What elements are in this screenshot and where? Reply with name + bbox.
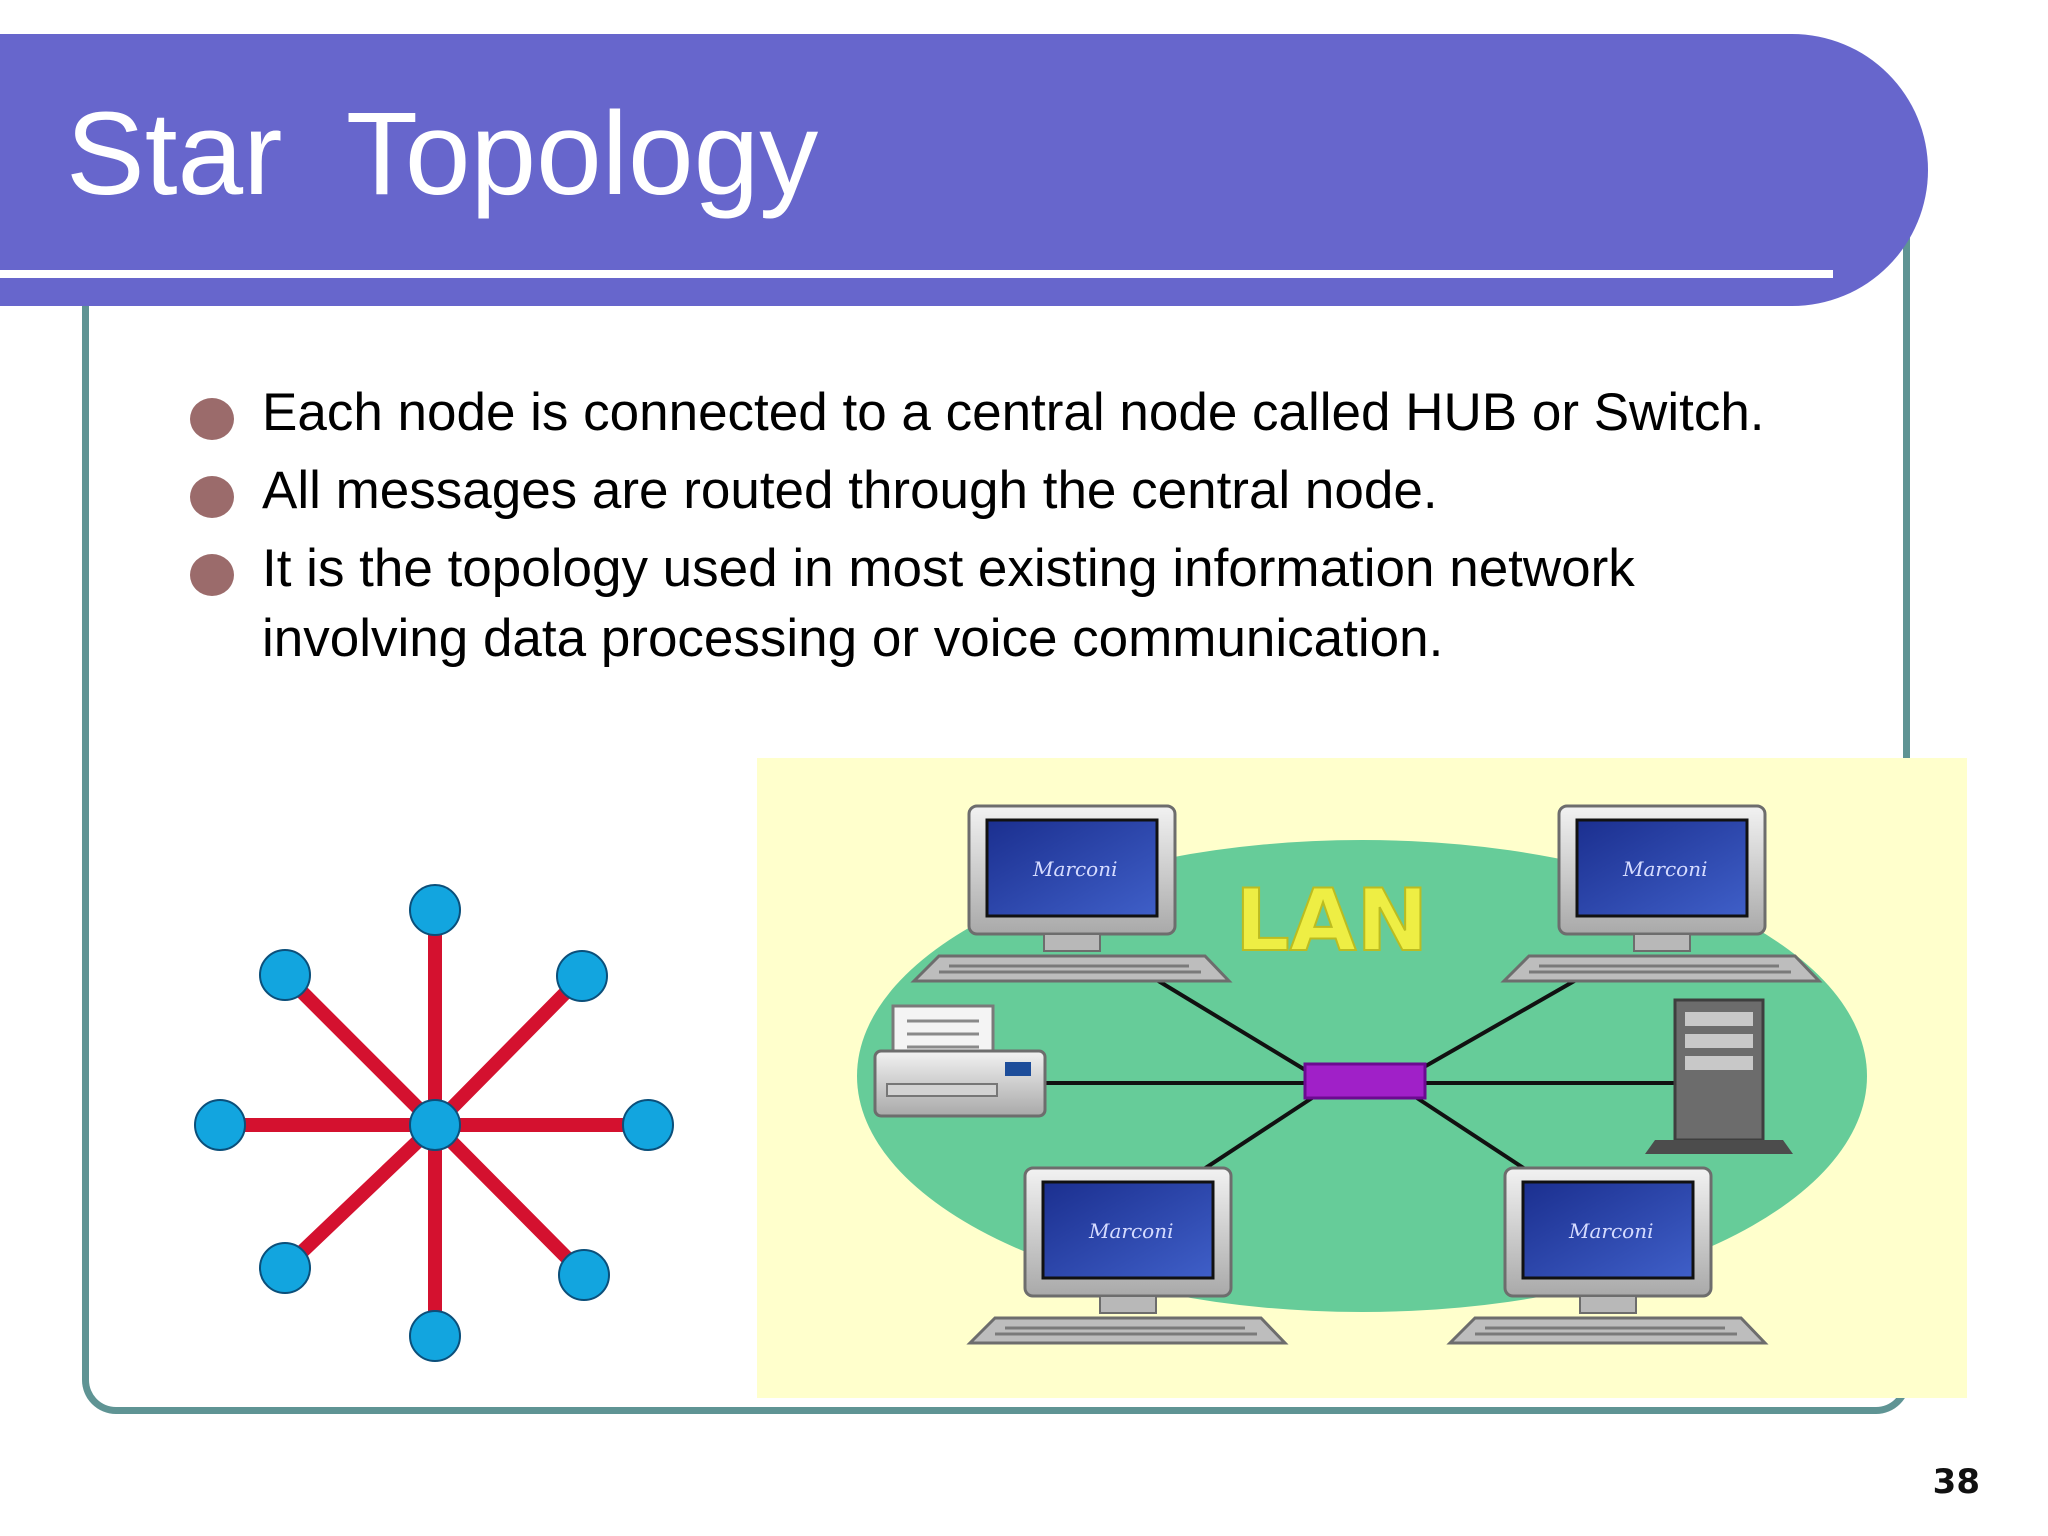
bullet-dot-icon bbox=[190, 554, 234, 596]
monitor-logo-text: Marconi bbox=[1032, 857, 1117, 881]
bullet-item: All messages are routed through the cent… bbox=[190, 456, 1790, 526]
lan-illustration: LAN Marconi Marconi Marconi bbox=[757, 758, 1967, 1398]
computer-bottom-right: Marconi bbox=[1448, 1166, 1767, 1345]
title-bar bbox=[0, 34, 1928, 306]
star-link-bottom-right bbox=[428, 1118, 591, 1282]
lan-label: LAN bbox=[1235, 871, 1428, 971]
page-number: 38 bbox=[1932, 1462, 1980, 1502]
bullet-text: It is the topology used in most existing… bbox=[262, 539, 1635, 668]
bullet-text: All messages are routed through the cent… bbox=[262, 461, 1438, 520]
bullet-item: It is the topology used in most existing… bbox=[190, 534, 1790, 674]
star-link-bottom-left bbox=[278, 1118, 442, 1275]
lan-diagram: LAN Marconi Marconi Marconi bbox=[857, 804, 1867, 1345]
star-link-top-left bbox=[278, 968, 442, 1132]
computer-top-right: Marconi bbox=[1502, 804, 1821, 983]
star-node-top bbox=[409, 884, 461, 936]
computer-bottom-left: Marconi bbox=[968, 1166, 1287, 1345]
bullet-text: Each node is connected to a central node… bbox=[262, 383, 1765, 442]
slide-title: Star Topology bbox=[66, 88, 819, 220]
star-node-bottom-left bbox=[259, 1242, 311, 1294]
star-link-top-right bbox=[428, 969, 589, 1132]
star-node-bottom bbox=[409, 1310, 461, 1362]
monitor-logo-text: Marconi bbox=[1568, 1219, 1653, 1243]
bullet-dot-icon bbox=[190, 398, 234, 440]
cable-top-right bbox=[1416, 966, 1598, 1073]
star-node-right bbox=[622, 1099, 674, 1151]
star-nodes bbox=[194, 884, 674, 1362]
computer-top-left: Marconi bbox=[912, 804, 1231, 983]
star-node-top-left bbox=[259, 949, 311, 1001]
star-node-bottom-right bbox=[558, 1249, 610, 1301]
bullet-item: Each node is connected to a central node… bbox=[190, 378, 1790, 448]
star-node-left bbox=[194, 1099, 246, 1151]
hub-device bbox=[1303, 1062, 1427, 1100]
title-underline bbox=[0, 270, 1833, 278]
monitor-logo-text: Marconi bbox=[1622, 857, 1707, 881]
star-node-top-right bbox=[556, 950, 608, 1002]
printer-icon bbox=[873, 1004, 1047, 1118]
monitor-logo-text: Marconi bbox=[1088, 1219, 1173, 1243]
bullet-list: Each node is connected to a central node… bbox=[190, 378, 1790, 682]
cable-top-left bbox=[1135, 966, 1309, 1073]
star-node-center bbox=[409, 1099, 461, 1151]
star-links bbox=[213, 903, 655, 1343]
star-topology-diagram bbox=[194, 884, 674, 1362]
bullet-dot-icon bbox=[190, 476, 234, 518]
server-tower-icon bbox=[1645, 998, 1793, 1154]
